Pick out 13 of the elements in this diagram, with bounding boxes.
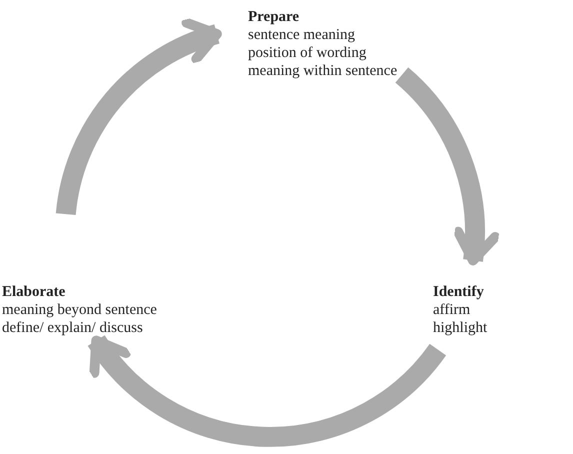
curved-arrow: [394, 68, 499, 266]
step-heading: Identify: [433, 283, 484, 301]
step-heading: Prepare: [248, 8, 300, 26]
step-detail: affirm: [433, 301, 470, 319]
step-detail: meaning within sentence: [248, 62, 398, 80]
step-detail: position of wording: [248, 44, 366, 62]
curved-arrow: [56, 20, 222, 216]
step-detail: define/ explain/ discuss: [2, 319, 143, 337]
curved-arrow: [88, 334, 446, 447]
step-detail: sentence meaning: [248, 26, 356, 44]
step-detail: meaning beyond sentence: [2, 301, 157, 319]
step-detail: highlight: [433, 319, 488, 337]
step-heading: Elaborate: [2, 283, 66, 301]
